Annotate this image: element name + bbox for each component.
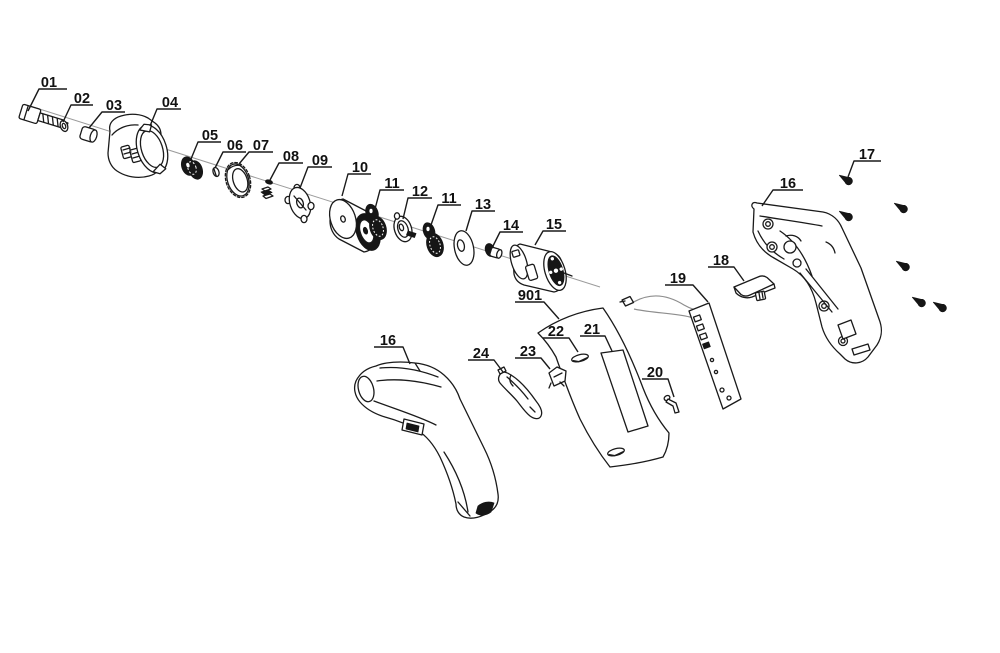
part-08 — [260, 179, 274, 200]
leader-19 — [665, 284, 709, 303]
callout-11a: 11 — [384, 176, 399, 192]
callout-18: 18 — [713, 253, 729, 269]
callout-10: 10 — [352, 160, 368, 176]
screw-17-1 — [838, 174, 853, 186]
part-04 — [107, 113, 169, 178]
screw-17-2 — [838, 210, 853, 222]
leader-901 — [515, 301, 560, 320]
leader-16-right — [761, 189, 803, 207]
part-11-second — [422, 222, 444, 258]
callout-22: 22 — [548, 324, 564, 340]
leader-22 — [543, 337, 579, 353]
screw-17-4 — [895, 260, 910, 272]
leader-10 — [341, 173, 371, 197]
callout-12: 12 — [412, 184, 428, 200]
callout-01: 01 — [41, 75, 57, 91]
callout-07: 07 — [253, 138, 269, 154]
callout-16-left: 16 — [380, 333, 396, 349]
callout-15: 15 — [546, 217, 562, 233]
screw-17-5 — [911, 296, 926, 308]
leader-12 — [402, 197, 432, 220]
part-20 — [663, 394, 680, 414]
leader-16-left — [374, 346, 411, 365]
panel-label-window — [600, 349, 649, 433]
part-13 — [453, 230, 475, 266]
part-19-pcb — [619, 295, 742, 410]
callout-03: 03 — [106, 98, 122, 114]
callout-13: 13 — [475, 197, 491, 213]
leader-08 — [269, 162, 303, 181]
leader-07 — [238, 151, 273, 165]
leader-04 — [149, 108, 181, 127]
callout-labels: 01 02 03 04 05 06 07 08 09 10 11 12 11 1… — [41, 75, 875, 381]
leader-lines — [27, 88, 881, 398]
screw-17-3 — [893, 202, 908, 214]
part-23 — [548, 366, 567, 389]
screws-17 — [838, 174, 947, 313]
callout-19: 19 — [670, 271, 686, 287]
callout-21: 21 — [584, 322, 600, 338]
leader-15 — [534, 230, 566, 246]
part-18 — [733, 275, 776, 302]
callout-06: 06 — [227, 138, 243, 154]
housing-16-left — [353, 361, 499, 519]
leader-13 — [465, 210, 495, 232]
leader-24 — [468, 359, 504, 373]
part-12 — [393, 212, 417, 243]
callout-16-right: 16 — [780, 176, 796, 192]
leader-17 — [847, 160, 881, 178]
leader-06 — [214, 151, 246, 169]
leader-11b — [430, 204, 461, 226]
callout-901: 901 — [518, 288, 542, 304]
callout-02: 02 — [74, 91, 90, 107]
leader-14 — [492, 231, 523, 247]
screw-17-6 — [932, 301, 947, 313]
leader-11a — [374, 189, 404, 210]
part-07 — [224, 161, 252, 199]
part-14 — [484, 243, 503, 259]
leader-01 — [27, 88, 67, 112]
part-15-motor — [509, 243, 573, 293]
callout-24: 24 — [473, 346, 489, 362]
callout-23: 23 — [520, 344, 536, 360]
leader-20 — [642, 378, 675, 398]
leader-03 — [88, 111, 125, 129]
part-11-first — [365, 203, 387, 241]
leader-18 — [708, 266, 745, 282]
callout-04: 04 — [162, 95, 178, 111]
part-09 — [284, 183, 315, 224]
leader-21 — [580, 335, 613, 352]
callout-17: 17 — [859, 147, 875, 163]
callout-11b: 11 — [441, 191, 456, 207]
callout-20: 20 — [647, 365, 663, 381]
part-24-trigger — [497, 366, 543, 420]
leader-05 — [190, 141, 221, 160]
leader-02 — [62, 104, 93, 123]
part-03 — [79, 126, 98, 143]
part-02 — [59, 119, 69, 133]
leader-23 — [515, 357, 551, 370]
callout-08: 08 — [283, 149, 299, 165]
callout-14: 14 — [503, 218, 519, 234]
callout-05: 05 — [202, 128, 218, 144]
housing-16-right — [751, 201, 883, 364]
leader-09 — [299, 166, 332, 189]
part-05 — [180, 156, 204, 180]
part-06 — [212, 166, 220, 178]
callout-09: 09 — [312, 153, 328, 169]
